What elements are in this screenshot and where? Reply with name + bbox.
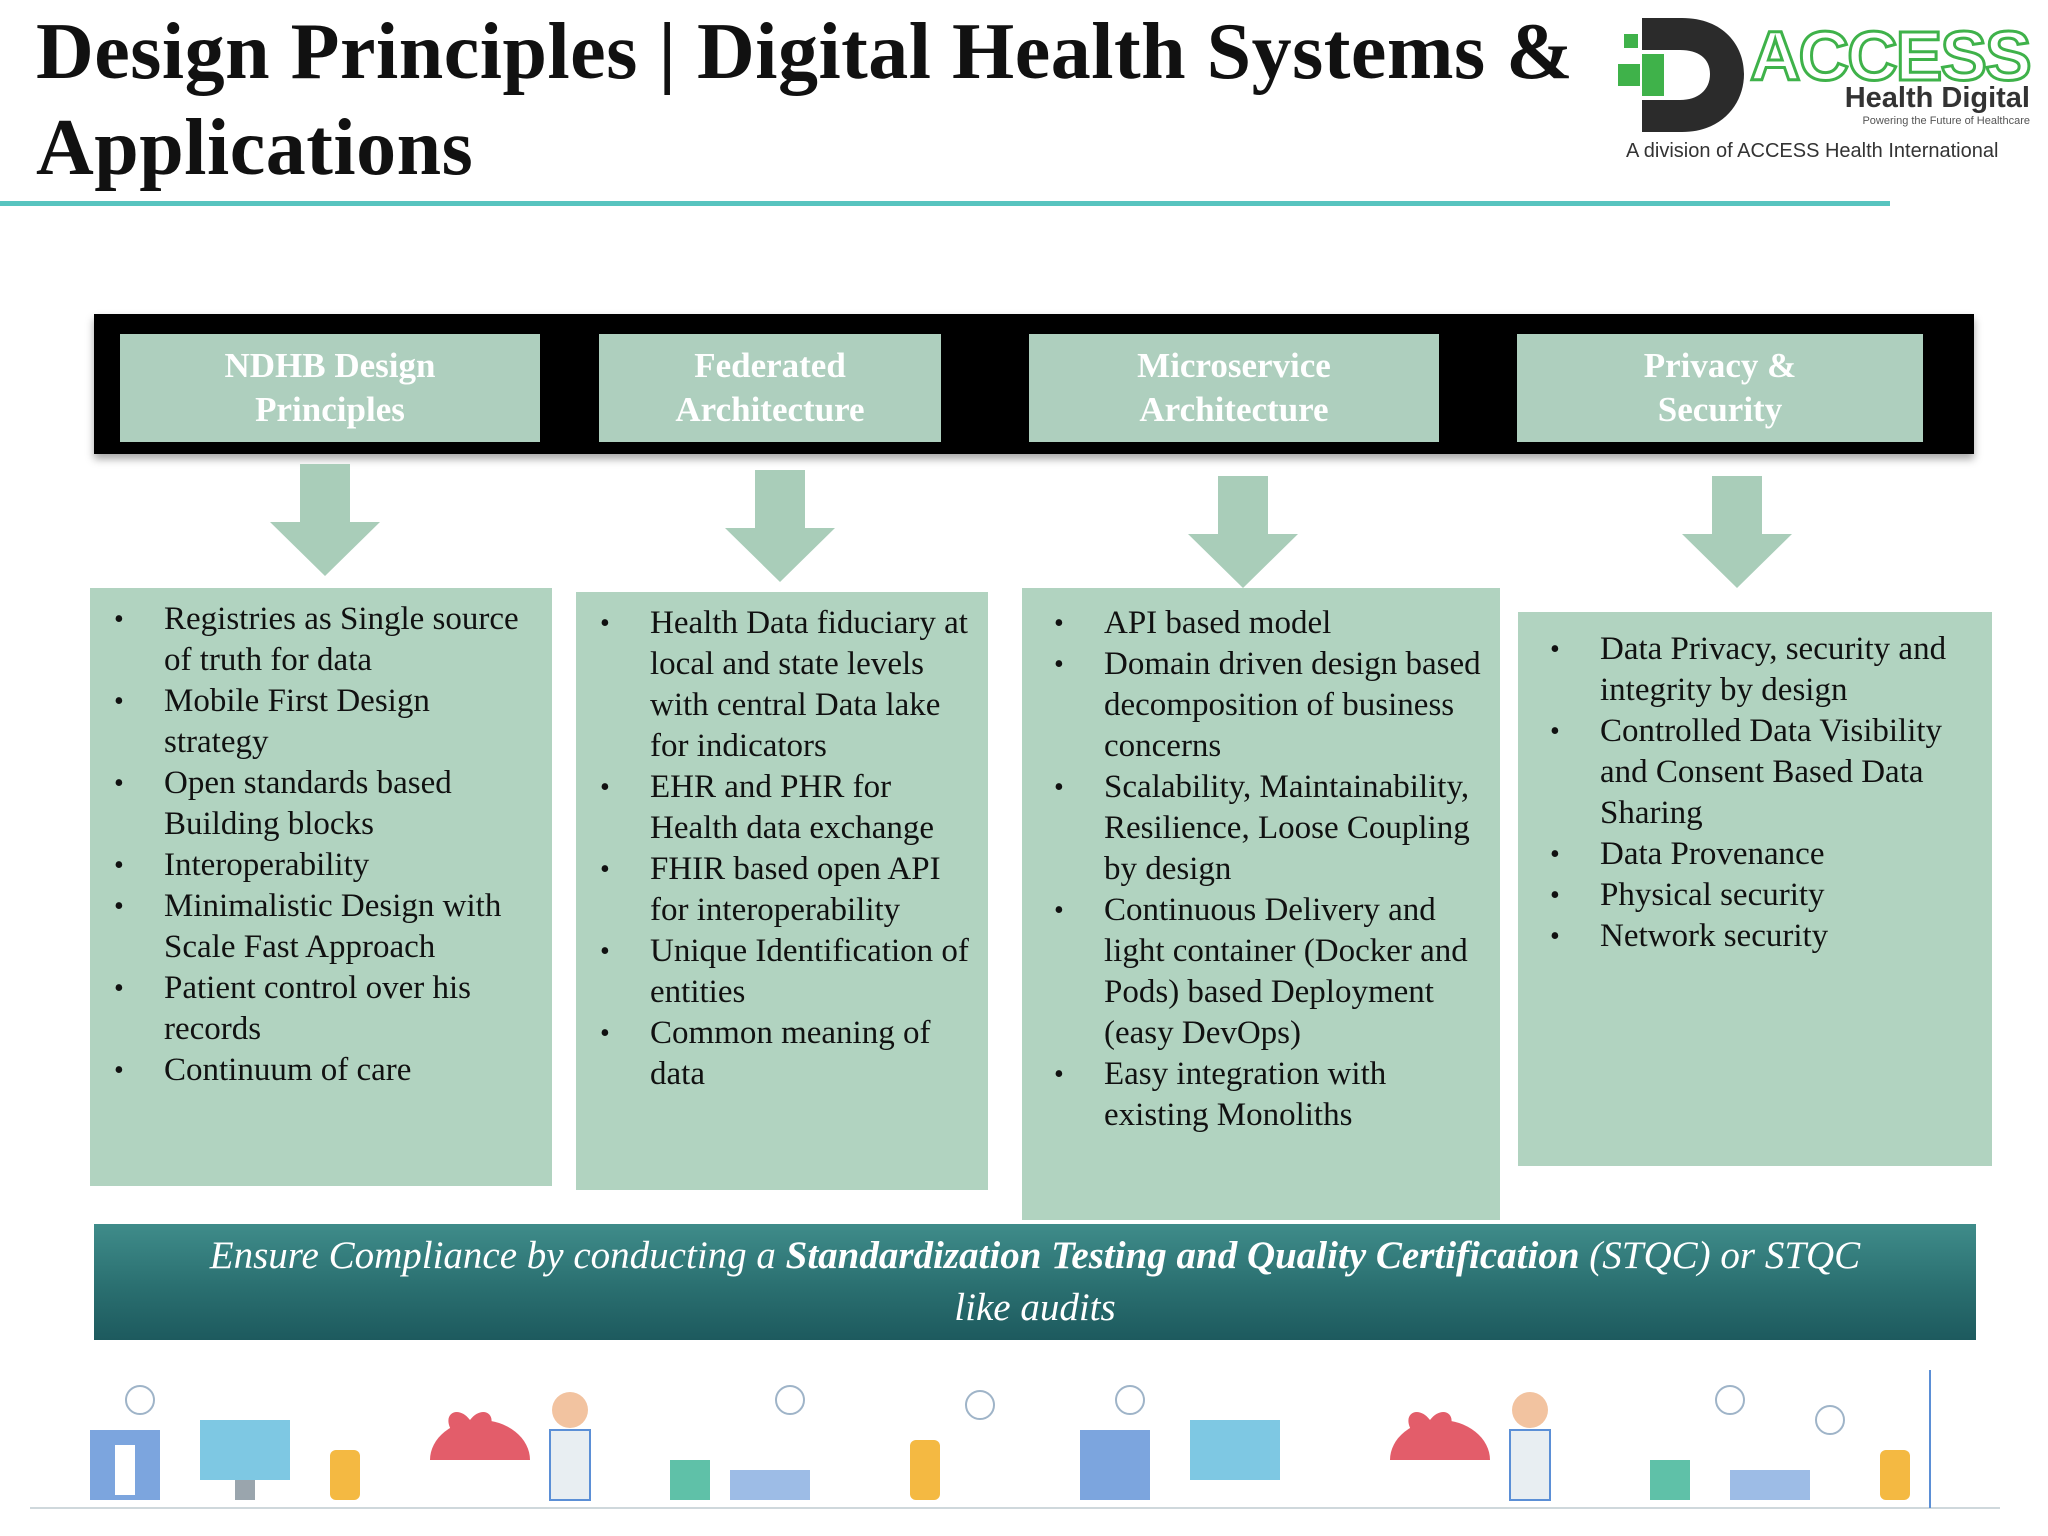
- logo-brand-text: ACCESS: [1749, 16, 2034, 97]
- privacy-security-box: Data Privacy, security and integrity by …: [1518, 612, 1992, 1166]
- list-item: Common meaning of data: [600, 1013, 982, 1095]
- list-item: Easy integration with existing Monoliths: [1054, 1054, 1490, 1136]
- page-title: Design Principles | Digital Health Syste…: [36, 8, 1574, 192]
- down-arrow-icon: [1682, 476, 1792, 588]
- compliance-banner: Ensure Compliance by conducting a Standa…: [94, 1224, 1976, 1340]
- logo-division-text: A division of ACCESS Health Internationa…: [1626, 140, 1999, 162]
- logo-product-text: Health Digital: [1844, 82, 2030, 114]
- logo-tagline: Powering the Future of Healthcare: [1862, 115, 2030, 127]
- access-health-digital-logo: ACCESS Health Digital Powering the Futur…: [1612, 8, 2038, 168]
- federated-architecture-box: Health Data fiduciary at local and state…: [576, 592, 988, 1190]
- list-item: EHR and PHR for Health data exchange: [600, 767, 982, 849]
- medicine-icon: [330, 1440, 1910, 1500]
- list-item: Interoperability: [114, 845, 540, 886]
- decorative-circle-icon: [125, 1385, 1845, 1435]
- list-item: Data Provenance: [1550, 834, 1984, 875]
- list-item: FHIR based open API for interoperability: [600, 849, 982, 931]
- down-arrow-icon: [725, 470, 835, 582]
- list-item: Unique Identification of entities: [600, 931, 982, 1013]
- computer-icon: [200, 1420, 1280, 1500]
- list-item: API based model: [1054, 603, 1490, 644]
- footer-healthcare-illustration: [30, 1370, 2000, 1509]
- list-item: Minimalistic Design with Scale Fast Appr…: [114, 886, 540, 968]
- heart-icon: [448, 1411, 1452, 1450]
- federated-architecture-list: Health Data fiduciary at local and state…: [600, 603, 982, 1095]
- chart-grid-icon: [730, 1470, 1810, 1500]
- header-microservice-architecture: Microservice Architecture: [1029, 334, 1439, 442]
- banner-prefix: Ensure Compliance by conducting a: [209, 1234, 786, 1277]
- list-item: Registries as Single source of truth for…: [114, 599, 540, 681]
- list-item: Open standards based Building blocks: [114, 763, 540, 845]
- ndhb-principles-box: Registries as Single source of truth for…: [90, 588, 552, 1186]
- down-arrow-icon: [270, 464, 380, 576]
- title-divider: [0, 201, 1890, 206]
- header-ndhb-design-principles: NDHB Design Principles: [120, 334, 540, 442]
- list-item: Continuum of care: [114, 1050, 540, 1091]
- list-item: Controlled Data Visibility and Consent B…: [1550, 711, 1984, 834]
- banner-emphasis: Standardization Testing and Quality Cert…: [785, 1234, 1580, 1277]
- banner-line-1: Ensure Compliance by conducting a Standa…: [210, 1230, 1860, 1282]
- list-item: Mobile First Design strategy: [114, 681, 540, 763]
- list-item: Data Privacy, security and integrity by …: [1550, 629, 1984, 711]
- header-federated-architecture: Federated Architecture: [599, 334, 941, 442]
- privacy-security-list: Data Privacy, security and integrity by …: [1550, 629, 1984, 957]
- banner-suffix: (STQC) or STQC: [1579, 1234, 1861, 1277]
- list-item: Domain driven design based decomposition…: [1054, 644, 1490, 767]
- logo-d-mark-icon: [1618, 18, 1744, 132]
- microservice-architecture-box: API based model Domain driven design bas…: [1022, 588, 1500, 1220]
- list-item: Scalability, Maintainability, Resilience…: [1054, 767, 1490, 890]
- microservice-architecture-list: API based model Domain driven design bas…: [1054, 603, 1490, 1136]
- doctor-icon: [549, 1392, 1551, 1501]
- list-item: Continuous Delivery and light container …: [1054, 890, 1490, 1054]
- banner-line-2: like audits: [954, 1286, 1116, 1329]
- list-item: Health Data fiduciary at local and state…: [600, 603, 982, 767]
- ndhb-principles-list: Registries as Single source of truth for…: [114, 599, 540, 1091]
- down-arrow-icon: [1188, 476, 1298, 588]
- principles-header-band: NDHB Design Principles Federated Archite…: [94, 314, 1974, 454]
- umbrella-icon: [430, 1420, 1490, 1460]
- hospital-icon: [90, 1430, 1150, 1500]
- list-item: Physical security: [1550, 875, 1984, 916]
- list-item: Network security: [1550, 916, 1984, 957]
- header-privacy-security: Privacy & Security: [1517, 334, 1923, 442]
- list-item: Patient control over his records: [114, 968, 540, 1050]
